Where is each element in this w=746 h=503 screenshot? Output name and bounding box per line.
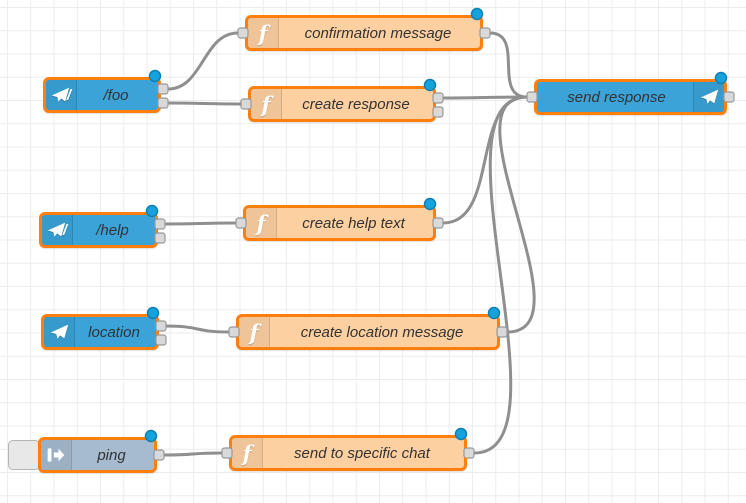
command-slash-glyph: / [66, 86, 72, 104]
wire-ping-to-send-to-specific-chat[interactable] [162, 451, 224, 457]
node-label: create location message [300, 323, 464, 341]
node-create-location-message[interactable]: f create location message [236, 314, 500, 350]
telegram-command-icon: / [46, 80, 77, 110]
node-label: create help text [302, 214, 405, 232]
telegram-plane-icon [50, 324, 68, 339]
node-label: /help [96, 221, 129, 239]
node-label: send response [567, 88, 666, 106]
telegram-icon [44, 317, 75, 347]
function-f-glyph: f [249, 319, 259, 345]
telegram-plane-icon [51, 87, 70, 102]
node-label: ping [97, 446, 126, 464]
node-send-response[interactable]: send response [534, 79, 727, 115]
function-f-glyph: f [261, 91, 271, 117]
inject-arrow-icon [47, 448, 65, 462]
telegram-plane-icon [47, 222, 66, 237]
function-icon: f [248, 18, 279, 48]
wire-foo-to-create-response[interactable] [166, 101, 243, 106]
node-create-help-text[interactable]: f create help text [243, 205, 436, 241]
wire-create-location-message-to-send-response[interactable] [498, 95, 536, 334]
telegram-icon [693, 82, 724, 112]
function-icon: f [246, 208, 277, 238]
wire-create-response-to-send-response[interactable] [441, 95, 529, 100]
wire-help-to-create-help-text[interactable] [163, 221, 238, 226]
function-icon: f [251, 89, 282, 119]
wire-confirmation-message-to-send-response[interactable] [488, 31, 529, 99]
inject-button-ping[interactable] [8, 440, 40, 470]
function-f-glyph: f [258, 20, 268, 46]
function-f-glyph: f [256, 210, 266, 236]
wire-location-to-create-location-message[interactable] [164, 324, 231, 334]
telegram-command-icon: / [42, 215, 73, 245]
function-f-glyph: f [242, 440, 252, 466]
node-label: location [88, 323, 140, 341]
node-create-response[interactable]: f create response [248, 86, 436, 122]
node-label: create response [302, 95, 410, 113]
inject-icon [41, 440, 72, 470]
wire-foo-to-confirmation-message[interactable] [166, 31, 240, 91]
node-send-to-specific-chat[interactable]: f send to specific chat [229, 435, 467, 471]
node-label: send to specific chat [294, 444, 430, 462]
node-confirmation-message[interactable]: f confirmation message [245, 15, 483, 51]
node-label: /foo [103, 86, 129, 104]
node-foo[interactable]: / /foo [43, 77, 161, 113]
node-label: confirmation message [304, 24, 452, 42]
function-icon: f [239, 317, 270, 347]
telegram-plane-icon [700, 89, 718, 104]
function-icon: f [232, 438, 263, 468]
node-location[interactable]: location [41, 314, 159, 350]
command-slash-glyph: / [62, 221, 68, 239]
wire-send-to-specific-chat-to-send-response[interactable] [472, 95, 529, 455]
node-help[interactable]: / /help [39, 212, 158, 248]
wire-create-help-text-to-send-response[interactable] [441, 95, 529, 225]
node-ping[interactable]: ping [38, 437, 157, 473]
